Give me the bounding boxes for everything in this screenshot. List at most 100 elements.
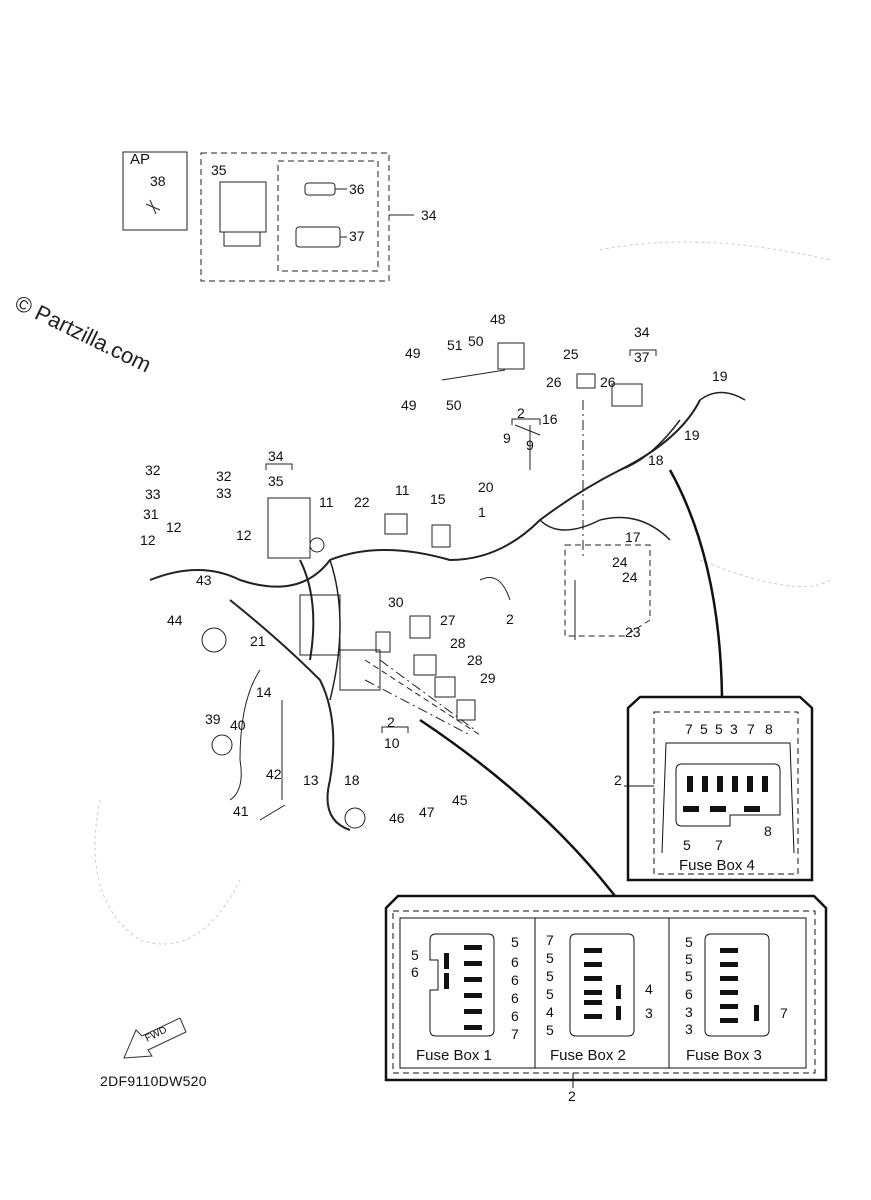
callout-10[interactable]: 10 xyxy=(384,735,400,751)
callout-18b[interactable]: 18 xyxy=(344,772,360,788)
fuse-label: 5 xyxy=(683,837,691,853)
callout-34c[interactable]: 34 xyxy=(268,448,284,464)
ap-label: AP xyxy=(130,151,151,168)
callout-11b[interactable]: 11 xyxy=(395,482,410,498)
fuse-box-4-title: Fuse Box 4 xyxy=(679,857,755,874)
callout-9b[interactable]: 9 xyxy=(526,437,534,453)
callout-2c[interactable]: 2 xyxy=(387,714,395,730)
callout-35[interactable]: 35 xyxy=(211,162,227,178)
callout-25[interactable]: 25 xyxy=(563,346,579,362)
fuse-label: 5 xyxy=(685,934,693,950)
callout-26b[interactable]: 26 xyxy=(600,374,616,390)
fuse-label: 5 xyxy=(700,721,708,737)
callout-27[interactable]: 27 xyxy=(440,612,456,628)
fuse-label: 7 xyxy=(685,721,693,737)
fuse-label: 6 xyxy=(511,954,519,970)
callout-1[interactable]: 1 xyxy=(478,504,486,520)
callout-42[interactable]: 42 xyxy=(266,766,282,782)
callout-43[interactable]: 43 xyxy=(196,572,212,588)
callout-37[interactable]: 37 xyxy=(349,228,365,244)
callout-47[interactable]: 47 xyxy=(419,804,435,820)
callout-38[interactable]: 38 xyxy=(150,173,166,189)
callout-22[interactable]: 22 xyxy=(354,494,370,510)
fuse-label: 6 xyxy=(511,1008,519,1024)
callout-9[interactable]: 9 xyxy=(503,430,511,446)
fuse-label: 4 xyxy=(546,1004,554,1020)
callout-18[interactable]: 18 xyxy=(648,452,664,468)
callout-37b[interactable]: 37 xyxy=(634,349,650,365)
callout-19b[interactable]: 19 xyxy=(684,427,700,443)
callout-23[interactable]: 23 xyxy=(625,624,641,640)
callout-26[interactable]: 26 xyxy=(546,374,562,390)
callout-51[interactable]: 51 xyxy=(447,337,463,353)
callout-49[interactable]: 49 xyxy=(405,345,421,361)
callout-41[interactable]: 41 xyxy=(233,803,249,819)
callout-14[interactable]: 14 xyxy=(256,684,272,700)
callout-33[interactable]: 33 xyxy=(145,486,161,502)
fuse-label: 7 xyxy=(747,721,755,737)
fuse-label: 5 xyxy=(546,968,554,984)
callout-2b[interactable]: 2 xyxy=(506,611,514,627)
callout-11[interactable]: 11 xyxy=(319,494,334,510)
callout-40[interactable]: 40 xyxy=(230,717,246,733)
ecu-35 xyxy=(219,181,267,233)
callout-44[interactable]: 44 xyxy=(167,612,183,628)
fuse-label: 3 xyxy=(730,721,738,737)
fuse-label: 7 xyxy=(715,837,723,853)
fuse-label: 7 xyxy=(780,1005,788,1021)
fuse-label: 3 xyxy=(685,1004,693,1020)
callout-45[interactable]: 45 xyxy=(452,792,468,808)
callout-20[interactable]: 20 xyxy=(478,479,494,495)
callout-46[interactable]: 46 xyxy=(389,810,405,826)
callout-48[interactable]: 48 xyxy=(490,311,506,327)
fuse-label: 8 xyxy=(764,823,772,839)
callout-50b[interactable]: 50 xyxy=(446,397,462,413)
callout-2[interactable]: 2 xyxy=(517,405,525,421)
callout-16[interactable]: 16 xyxy=(542,411,558,427)
fuse-box-3-title: Fuse Box 3 xyxy=(686,1047,762,1064)
fuse-label: 3 xyxy=(645,1005,653,1021)
callout-36[interactable]: 36 xyxy=(349,181,365,197)
fuse-label: 4 xyxy=(645,981,653,997)
fuse-label: 5 xyxy=(715,721,723,737)
callout-31[interactable]: 31 xyxy=(143,506,159,522)
fuse-box-1-title: Fuse Box 1 xyxy=(416,1047,492,1064)
callout-15[interactable]: 15 xyxy=(430,491,446,507)
callout-35b[interactable]: 35 xyxy=(268,473,284,489)
callout-13[interactable]: 13 xyxy=(303,772,319,788)
fuse-label: 8 xyxy=(765,721,773,737)
fuse-label: 6 xyxy=(685,986,693,1002)
callout-19[interactable]: 19 xyxy=(712,368,728,384)
fuse-label: 5 xyxy=(546,950,554,966)
callout-12[interactable]: 12 xyxy=(166,519,182,535)
callout-12b[interactable]: 12 xyxy=(140,532,156,548)
callout-24b[interactable]: 24 xyxy=(622,569,638,585)
callout-34b[interactable]: 34 xyxy=(634,324,650,340)
callout-34[interactable]: 34 xyxy=(421,207,437,223)
fuse-label: 5 xyxy=(546,1022,554,1038)
fuse-label: 5 xyxy=(411,947,419,963)
fuse-label: 5 xyxy=(685,968,693,984)
callout-28[interactable]: 28 xyxy=(450,635,466,651)
callout-49b[interactable]: 49 xyxy=(401,397,417,413)
callout-28b[interactable]: 28 xyxy=(467,652,483,668)
callout-30[interactable]: 30 xyxy=(388,594,404,610)
kit-37-box xyxy=(277,160,379,272)
callout-2-fuseboxes[interactable]: 2 xyxy=(568,1088,576,1104)
callout-50[interactable]: 50 xyxy=(468,333,484,349)
fuse-label: 3 xyxy=(685,1021,693,1037)
callout-12c[interactable]: 12 xyxy=(236,527,252,543)
callout-21[interactable]: 21 xyxy=(250,633,266,649)
callout-32b[interactable]: 32 xyxy=(216,468,232,484)
fuse-label: 6 xyxy=(411,964,419,980)
callout-17[interactable]: 17 xyxy=(625,529,641,545)
callout-29[interactable]: 29 xyxy=(480,670,496,686)
callout-39[interactable]: 39 xyxy=(205,711,221,727)
callout-24[interactable]: 24 xyxy=(612,554,628,570)
fuse-label: 6 xyxy=(511,990,519,1006)
fuse-label: 7 xyxy=(546,932,554,948)
callout-33b[interactable]: 33 xyxy=(216,485,232,501)
callout-32[interactable]: 32 xyxy=(145,462,161,478)
fuse-label: 5 xyxy=(546,986,554,1002)
callout-2-fusebox4[interactable]: 2 xyxy=(614,772,622,788)
